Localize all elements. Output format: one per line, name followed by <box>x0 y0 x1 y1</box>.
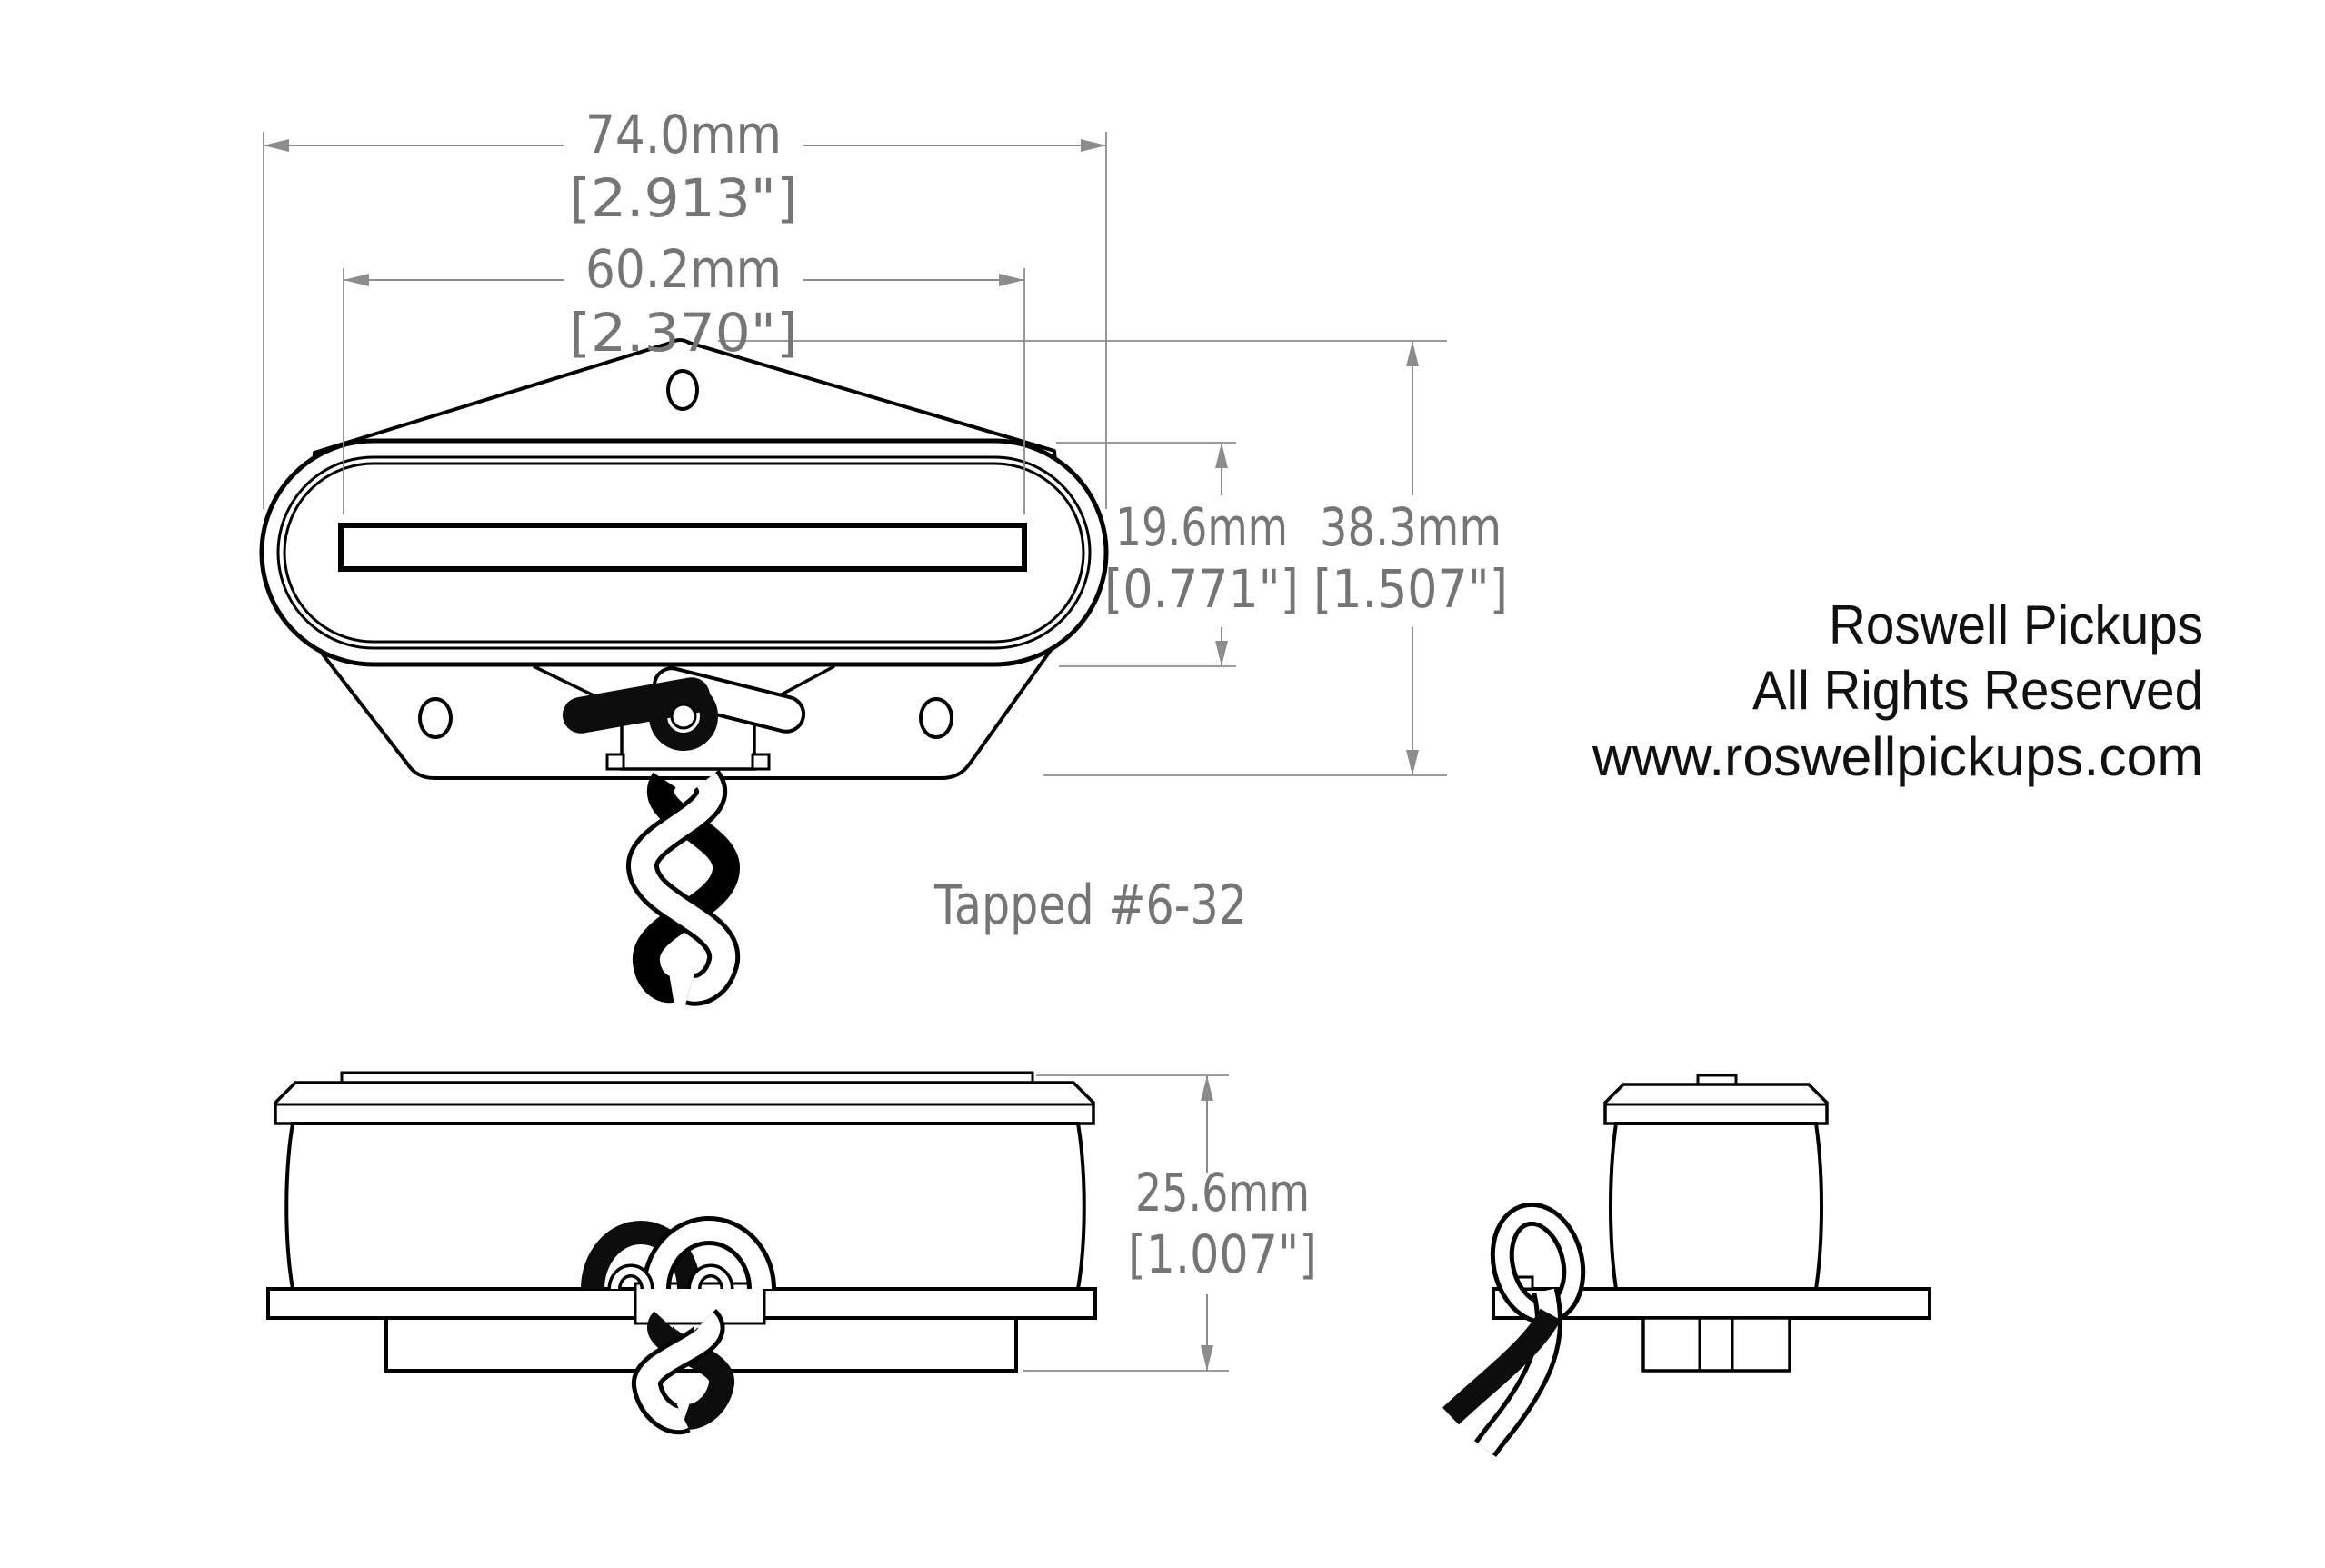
label-overall-length-mm: 38.3mm <box>1320 496 1502 558</box>
anchor-notch-right <box>751 753 771 771</box>
pickup-cover-inner-2 <box>283 462 1085 644</box>
label-plate-width-in: [2.913"] <box>569 167 798 229</box>
pickup-cover-inner-1 <box>276 455 1092 650</box>
screw-hole-top <box>666 369 699 411</box>
wire-wrap-ring-center <box>670 703 697 730</box>
lead-wire-top-view <box>626 769 741 1006</box>
wire-loop-small-right <box>691 1267 731 1290</box>
label-plate-width-mm: 74.0mm <box>585 104 782 165</box>
side-wire-black <box>647 1311 734 1430</box>
dim-cover-height <box>1056 442 1236 667</box>
label-overall-height-in: [1.007"] <box>1128 1223 1317 1285</box>
label-cover-height-in: [0.771"] <box>1104 558 1299 620</box>
magnet-bar-end <box>1641 1316 1791 1373</box>
brand-website: www.roswellpickups.com <box>1592 726 2203 787</box>
side-wire-white <box>636 1312 721 1431</box>
blade-pole <box>338 523 1027 572</box>
dimension-labels: 74.0mm [2.913"] 60.2mm [2.370"] 19.6mm [… <box>569 104 1508 1285</box>
bobbin-body-end <box>1609 1122 1823 1291</box>
label-overall-length-in: [1.507"] <box>1313 558 1508 620</box>
brand-rights: All Rights Reserved <box>1752 660 2203 721</box>
dim-overall-length <box>718 340 1447 776</box>
label-blade-width-mm: 60.2mm <box>585 238 782 300</box>
label-cover-height-mm: 19.6mm <box>1115 496 1288 558</box>
wire-loops-side <box>581 1216 776 1290</box>
dim-overall-height <box>1023 1074 1229 1372</box>
wire-loop-small-left <box>611 1267 651 1290</box>
wire-loop-white <box>646 1221 772 1290</box>
mounting-hole-left <box>418 697 453 739</box>
lead-wire-white <box>631 772 736 1002</box>
wire-wrap-ring <box>649 682 718 751</box>
label-blade-width-in: [2.370"] <box>569 302 798 364</box>
side-view <box>266 1071 1097 1435</box>
label-overall-height-mm: 25.6mm <box>1135 1162 1310 1223</box>
branding-block: Roswell Pickups All Rights Reserved www.… <box>1592 594 2203 787</box>
wire-loop-black <box>581 1221 701 1290</box>
mounting-hole-right <box>919 697 953 739</box>
end-wire-white <box>1478 1288 1559 1454</box>
end-wire-black <box>1442 1308 1562 1425</box>
dimension-graphics <box>263 132 1447 1372</box>
lead-wire-side-view <box>632 1309 734 1435</box>
top-view <box>259 338 1109 1006</box>
anchor-notch-left <box>605 753 625 771</box>
brand-company: Roswell Pickups <box>1829 594 2203 655</box>
end-view <box>1442 1074 1931 1457</box>
tapped-note: Tapped #6-32 <box>933 874 1247 937</box>
dim-blade-width <box>343 268 1025 514</box>
dim-plate-width <box>263 132 1107 509</box>
